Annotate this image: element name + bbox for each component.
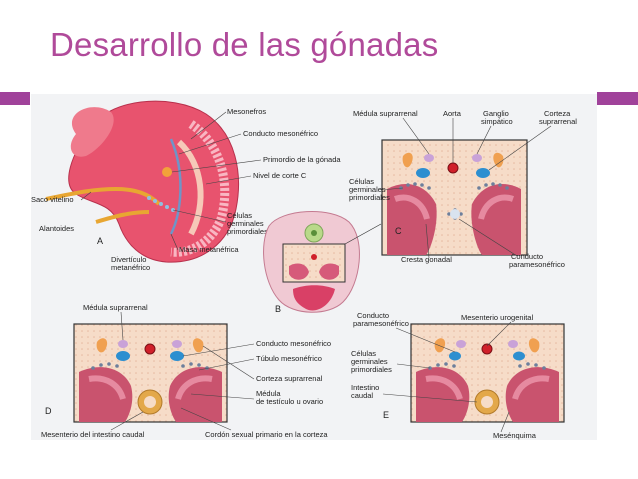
label-celulas-c-1: Células (349, 177, 374, 186)
accent-bar-left (0, 92, 30, 105)
panel-b-section (263, 211, 360, 313)
label-primordio-gonada: Primordio de la gónada (263, 155, 341, 164)
label-mesenterio-intestino: Mesenterio del intestino caudal (41, 430, 145, 439)
germ-cells-e (428, 362, 546, 370)
label-medula-suprarrenal-d: Médula suprarrenal (83, 303, 148, 312)
panel-letter-a: A (97, 236, 103, 246)
label-medula-suprarrenal-c: Médula suprarrenal (353, 109, 418, 118)
leader-lines-a (80, 111, 262, 251)
panel-c-gonadal-ridge (381, 139, 528, 256)
mesonephric-duct-a (169, 138, 182, 235)
panel-letter-b: B (275, 304, 281, 314)
label-intestino-2: caudal (351, 391, 373, 400)
label-conducto-mesonefrico-a: Conducto mesonéfrico (243, 129, 318, 138)
embryo-segments (170, 120, 230, 257)
figure-svg: Mesonefros Conducto mesonéfrico Primordi… (31, 100, 577, 440)
label-cordon-sexual: Cordón sexual primario en la corteza (205, 430, 328, 439)
panel-a-embryo (45, 100, 239, 263)
label-intestino-1: Intestino (351, 383, 379, 392)
label-alantoides: Alantoides (39, 224, 74, 233)
accent-bar-right (597, 92, 638, 105)
label-celulas-e-2: germinales (351, 357, 388, 366)
label-celulas-a-1: Células (227, 211, 252, 220)
germ-cells-a (147, 196, 175, 212)
panel-d-section (73, 323, 228, 423)
label-corteza-suprarrenal-d: Corteza suprarrenal (256, 374, 323, 383)
label-celulas-e-3: primordiales (351, 365, 392, 374)
leader-lines-d (110, 311, 255, 431)
label-diverticulo-2: metanéfrico (111, 263, 150, 272)
label-corteza-c-1: Corteza (544, 109, 571, 118)
allantois (95, 210, 150, 224)
label-celulas-a-3: primordiales (227, 227, 268, 236)
label-conducto-c-1: Conducto (511, 252, 543, 261)
label-nivel-corte: Nivel de corte C (253, 171, 307, 180)
label-conducto-e-2: paramesonéfrico (353, 319, 409, 328)
label-ganglio-2: simpático (481, 117, 513, 126)
label-saco-vitelino: Saco vitelino (31, 195, 74, 204)
label-mesenterio-urogenital: Mesenterio urogenital (461, 313, 533, 322)
label-mesonefros: Mesonefros (227, 107, 266, 116)
mesonephros-ridge (176, 139, 204, 236)
label-conducto-c-2: paramesonéfrico (509, 260, 565, 269)
panel-letter-d: D (45, 406, 52, 416)
label-medula-testiculo-2: de testículo u ovario (256, 397, 323, 406)
label-tubulo-mesonefrico: Túbulo mesonéfrico (256, 354, 322, 363)
label-aorta: Aorta (443, 109, 462, 118)
label-ganglio-1: Ganglio (483, 109, 509, 118)
label-cresta-gonadal: Cresta gonadal (401, 255, 452, 264)
label-celulas-a-2: germinales (227, 219, 264, 228)
zoom-line-b-c (344, 223, 382, 245)
panel-letter-c: C (395, 226, 402, 236)
label-conducto-mesonefrico-d: Conducto mesonéfrico (256, 339, 331, 348)
leader-lines-e (382, 321, 512, 433)
gonad-development-figure: Mesonefros Conducto mesonéfrico Primordi… (31, 94, 597, 440)
label-corteza-c-2: suprarrenal (539, 117, 577, 126)
label-celulas-c-3: primordiales (349, 193, 390, 202)
label-celulas-e-1: Células (351, 349, 376, 358)
label-celulas-c-2: germinales (349, 185, 386, 194)
slide-title: Desarrollo de las gónadas (50, 26, 439, 63)
label-medula-testiculo-1: Médula (256, 389, 281, 398)
gonad-primordium (162, 167, 172, 177)
label-mesenquima: Mesénquima (493, 431, 537, 440)
label-diverticulo-1: Divertículo (111, 255, 146, 264)
leader-lines-c (380, 117, 552, 259)
panel-letter-e: E (383, 410, 389, 420)
panel-e-section (410, 323, 565, 423)
label-conducto-e-1: Conducto (357, 311, 389, 320)
embryo-head (70, 107, 114, 157)
label-masa-metanefrica: Masa metanéfrica (179, 245, 239, 254)
germ-cells-d (91, 362, 209, 370)
